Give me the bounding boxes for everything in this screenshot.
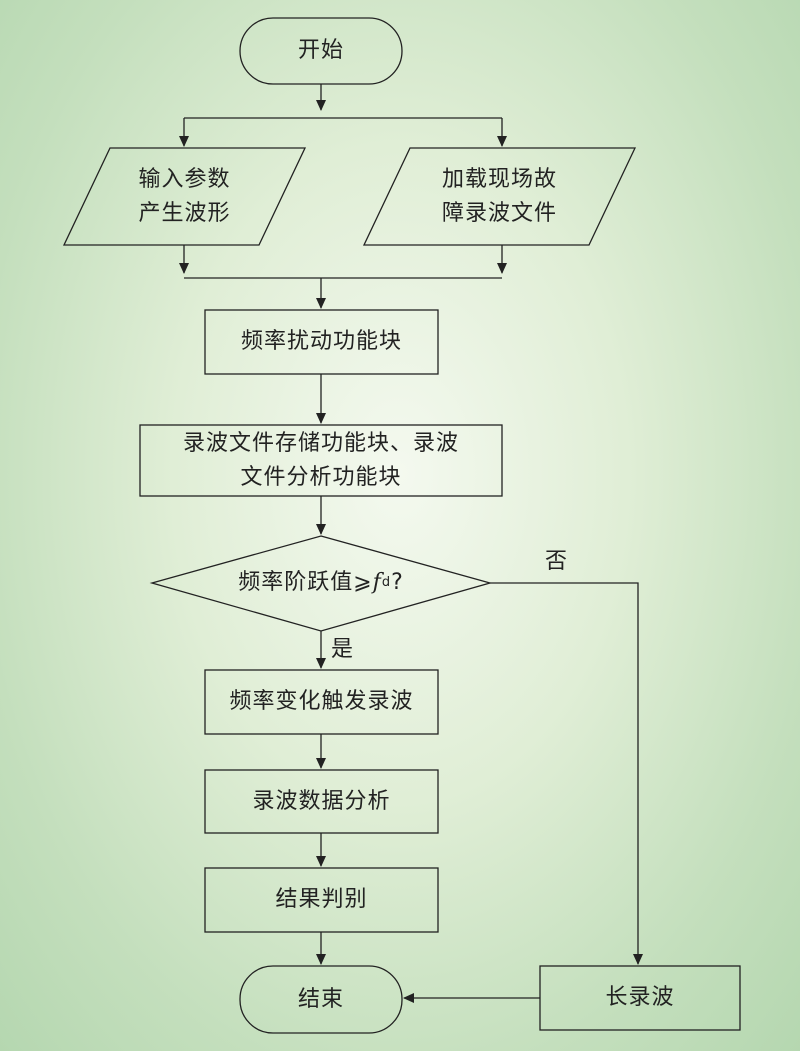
load-records-line-1: 加载现场故 (441, 166, 557, 192)
start-label: 开始 (297, 38, 344, 63)
input-params-line-2: 产生波形 (138, 200, 231, 226)
decision-prefix: 频率阶跃值 (238, 570, 354, 595)
yes-edge-label: 是 (331, 637, 354, 662)
end-label: 结束 (297, 986, 344, 1012)
edge-decision-no (490, 582, 643, 965)
decision-variable: f (372, 570, 382, 595)
input-params-line-1: 输入参数 (138, 166, 231, 192)
decision-suffix: ? (391, 570, 404, 595)
store-analyze-label: 录波文件存储功能块、录波 文件分析功能块 (140, 425, 502, 496)
end-node (239, 965, 403, 1034)
input-params-label: 输入参数 产生波形 (64, 148, 305, 245)
no-edge-label: 否 (545, 549, 568, 574)
input-params-node (62, 147, 307, 246)
long-record-label: 长录波 (605, 985, 675, 1010)
load-records-label: 加载现场故 障录波文件 (364, 148, 635, 245)
freq-disturb-label: 频率扰动功能块 (240, 329, 402, 354)
load-records-node (362, 147, 637, 246)
decision-variable-subscript: d (381, 575, 392, 590)
store-analyze-line-1: 录波文件存储功能块、录波 (182, 430, 459, 456)
load-records-line-2: 障录波文件 (441, 200, 557, 226)
store-analyze-line-2: 文件分析功能块 (240, 464, 402, 490)
decision-operator: ⩾ (353, 570, 373, 595)
data-analysis-label: 录波数据分析 (252, 788, 391, 814)
trigger-record-label: 频率变化触发录波 (229, 689, 414, 714)
judgement-label: 结果判别 (275, 887, 368, 912)
